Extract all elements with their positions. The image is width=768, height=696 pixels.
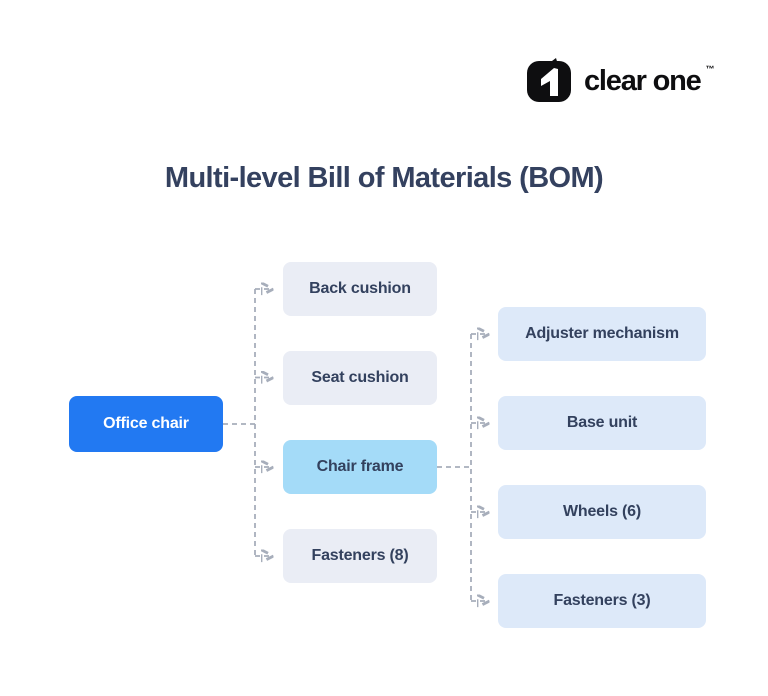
node-fasteners-3: Fasteners (3) [498, 574, 706, 628]
node-back-cushion: Back cushion [283, 262, 437, 316]
brand-wordmark: clear one [584, 64, 702, 97]
node-seat-cushion: Seat cushion [283, 351, 437, 405]
trademark-symbol: ™ [705, 64, 715, 74]
node-label: Office chair [103, 415, 189, 432]
node-office-chair: Office chair [69, 396, 223, 452]
node-label: Back cushion [309, 280, 411, 297]
clearone-logo-icon [527, 58, 571, 102]
node-adjuster-mechanism: Adjuster mechanism [498, 307, 706, 361]
node-fasteners-8: Fasteners (8) [283, 529, 437, 583]
node-label: Fasteners (3) [553, 592, 651, 609]
page-title: Multi-level Bill of Materials (BOM) [164, 162, 604, 194]
logo-numeral-1 [541, 68, 558, 96]
node-label: Base unit [566, 414, 638, 431]
node-base-unit: Base unit [498, 396, 706, 450]
node-label: Wheels (6) [562, 503, 642, 520]
node-label: Seat cushion [311, 369, 409, 386]
node-label: Fasteners (8) [311, 547, 409, 564]
node-label: Chair frame [316, 458, 404, 475]
clearone-logo: clear one ™ [527, 58, 723, 102]
node-wheels-6: Wheels (6) [498, 485, 706, 539]
node-label: Adjuster mechanism [525, 325, 679, 342]
node-chair-frame: Chair frame [283, 440, 437, 494]
